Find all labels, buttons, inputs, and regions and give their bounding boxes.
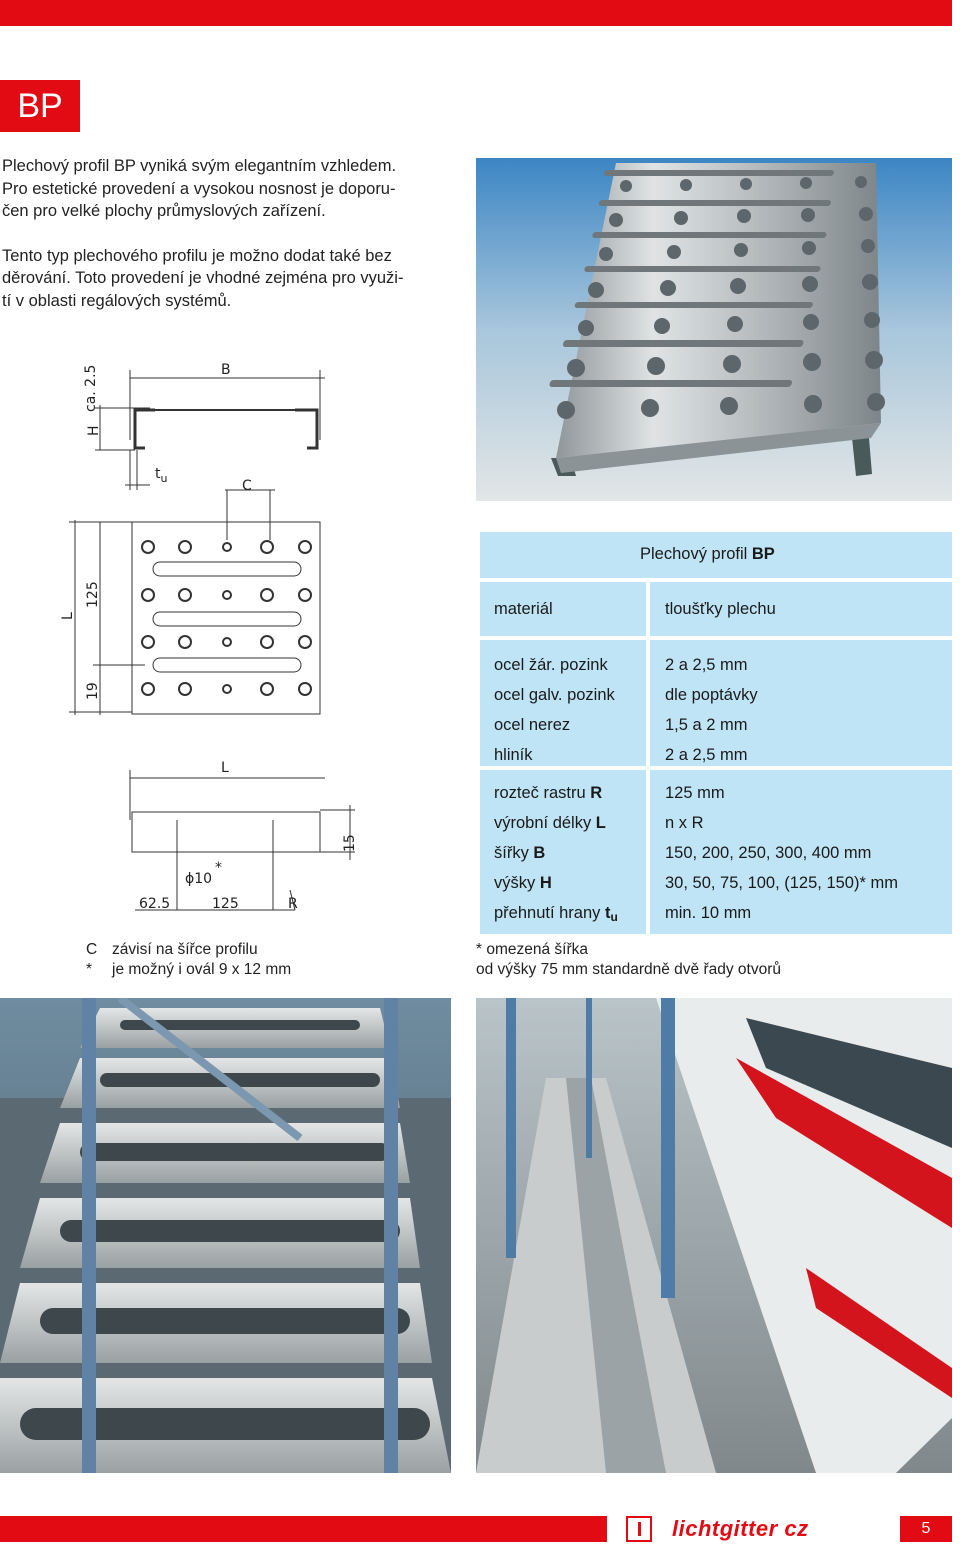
product-photo-grating [476,158,952,501]
photo-train-walkway [476,998,952,1473]
dim-ca-label: ca. 2.5 [83,365,99,412]
list-item: přehnutí hrany tu [494,904,618,924]
list-item: n x R [665,814,704,832]
list-item: ocel nerez [494,716,571,734]
list-item: 1,5 a 2 mm [665,716,748,734]
top-brand-bar [0,0,952,26]
table-params-cell: rozteč rastru R výrobní délky L šířky B … [480,770,646,934]
dim-c-label: C [242,478,252,494]
dim-l-bottom-label: L [221,760,229,776]
list-item: 30, 50, 75, 100, (125, 150)* mm [665,874,898,892]
table-title-cell: Plechový profil BP [480,532,952,578]
logo-mark-icon [626,1516,652,1542]
dim-125-label: 125 [85,581,101,608]
table-header-thickness: tloušťky plechu [650,582,952,636]
technical-drawing: H ca. 2.5 B tu C L 125 19 L 15 ϕ10 * 62.… [55,350,375,930]
intro-text: Plechový profil BP vyniká svým elegantní… [2,155,462,334]
dim-19-label: 19 [85,682,101,700]
list-item: hliník [494,746,533,764]
dim-star-label: * [215,860,222,876]
footer-logo: lichtgitter cz [622,1516,908,1542]
table-thickness-cell: 2 a 2,5 mm dle poptávky 1,5 a 2 mm 2 a 2… [650,640,952,766]
list-item: 150, 200, 250, 300, 400 mm [665,844,872,862]
page-number: 5 [900,1516,952,1542]
footer-brand-bar [0,1516,607,1542]
dim-15-label: 15 [342,834,358,852]
list-item: 2 a 2,5 mm [665,746,748,764]
list-item: min. 10 mm [665,904,752,922]
logo-wordmark: lichtgitter cz [672,1516,809,1541]
dim-l-side-label: L [60,612,76,620]
list-item: ocel žár. pozink [494,656,608,674]
intro-paragraph-2: Tento typ plechového profilu je možno do… [2,246,404,310]
dim-r-label: R [288,896,298,912]
list-item: 125 mm [665,784,725,802]
dim-b-label: B [221,362,231,378]
list-item: ocel galv. pozink [494,686,615,704]
section-badge: BP [0,80,80,132]
dim-tu-label: tu [155,466,167,485]
table-param-values-cell: 125 mm n x R 150, 200, 250, 300, 400 mm … [650,770,952,934]
list-item: šířky B [494,844,546,862]
list-item: výrobní délky L [494,814,606,832]
list-item: rozteč rastru R [494,784,603,802]
table-header-material: materiál [480,582,646,636]
list-item: výšky H [494,874,552,892]
table-notes: * omezená šířka od výšky 75 mm standardn… [476,941,781,978]
list-item: dle poptávky [665,686,758,704]
intro-paragraph-1: Plechový profil BP vyniká svým elegantní… [2,157,397,220]
dim-phi-label: ϕ10 [185,871,212,887]
photo-rack-gratings [0,998,451,1473]
dim-h-label: H [86,425,102,436]
table-materials-cell: ocel žár. pozink ocel galv. pozink ocel … [480,640,646,766]
dim-125b-label: 125 [212,896,239,912]
list-item: 2 a 2,5 mm [665,656,748,674]
dim-62-label: 62.5 [139,896,170,912]
